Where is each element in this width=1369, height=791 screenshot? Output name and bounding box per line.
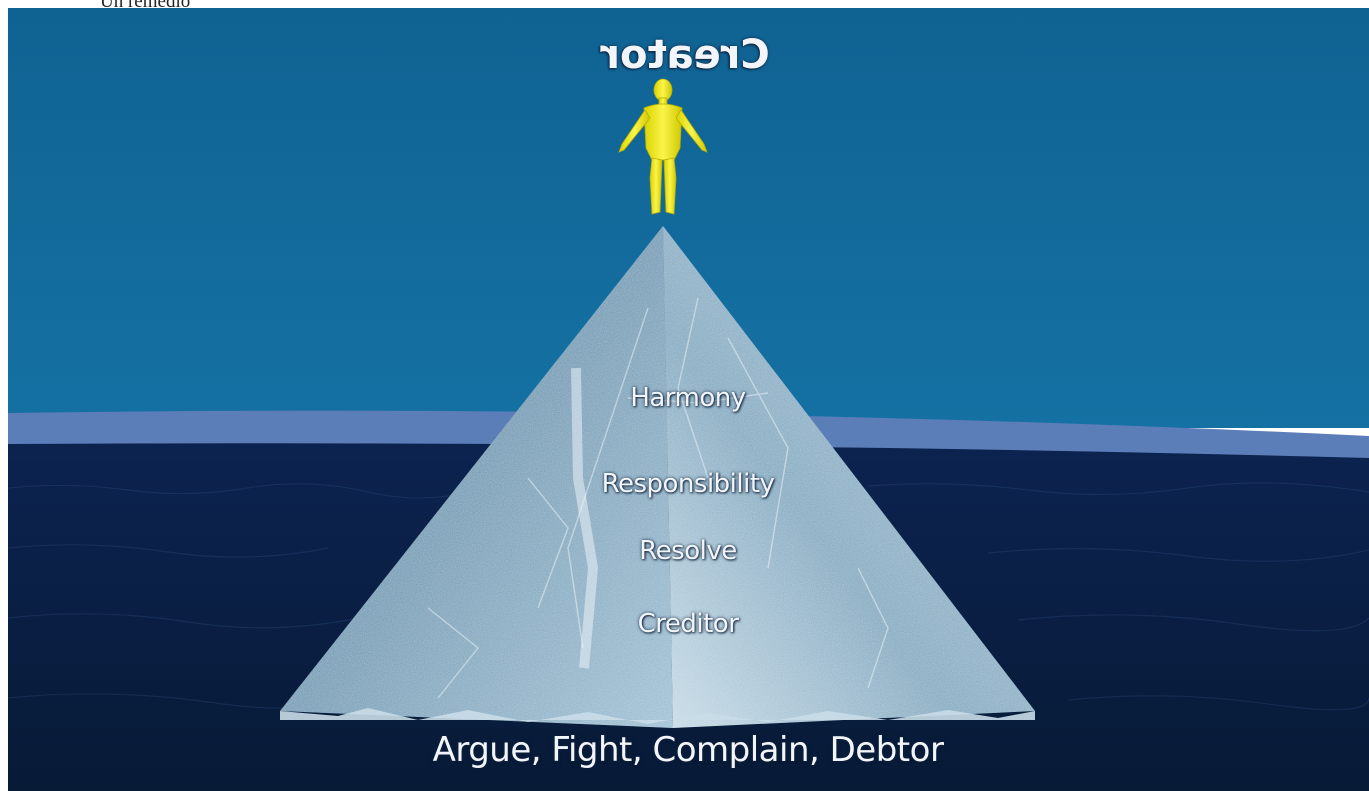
level-resolve-label: Resolve bbox=[639, 536, 737, 566]
level-responsibility-label: Responsibility bbox=[601, 469, 775, 499]
level-creditor-label: Creditor bbox=[637, 609, 739, 639]
pyramid-scene: Creator Harmony Responsibility Resolve C… bbox=[8, 8, 1369, 791]
pyramid bbox=[280, 226, 1035, 728]
creator-figure-icon bbox=[618, 78, 708, 215]
level-harmony-label: Harmony bbox=[630, 383, 746, 413]
base-label: Argue, Fight, Complain, Debtor bbox=[432, 730, 944, 770]
scene-background bbox=[8, 8, 1369, 791]
sea-ripples bbox=[8, 482, 1369, 711]
creator-label: Creator bbox=[600, 32, 770, 78]
